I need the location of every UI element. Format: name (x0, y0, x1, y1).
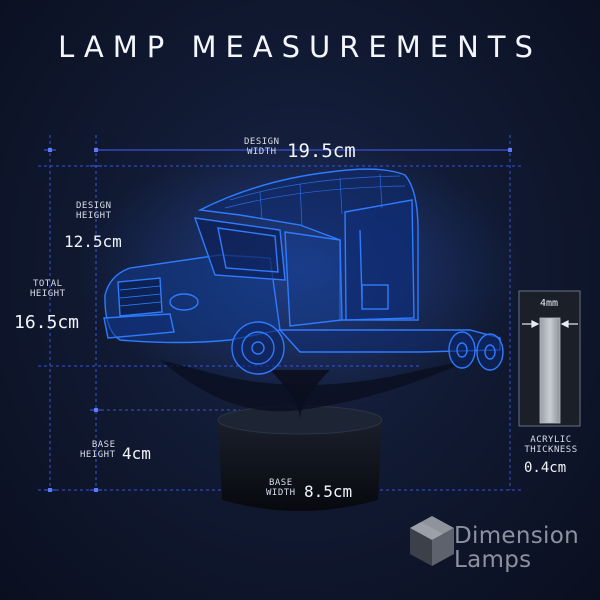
base-width-label-line2: WIDTH (266, 488, 296, 498)
design-width-value: 19.5cm (287, 140, 356, 162)
brand-line1: Dimension (454, 523, 579, 549)
acrylic-inset (518, 290, 581, 427)
design-width-label: DESIGN WIDTH (244, 137, 280, 157)
guide-lines (38, 135, 522, 491)
base-height-value: 4cm (122, 444, 151, 463)
design-height-label-line1: DESIGN (76, 201, 112, 211)
acrylic-label-line1: ACRYLIC (530, 435, 572, 445)
lamp-base (160, 360, 470, 511)
total-height-value: 16.5cm (14, 312, 80, 333)
acrylic-inset-label: 4mm (540, 298, 559, 309)
base-width-label-line1: BASE (268, 478, 293, 488)
brand-name: Dimension Lamps (454, 524, 579, 572)
base-width-value: 8.5cm (304, 482, 353, 501)
brand-line2: Lamps (454, 547, 532, 573)
base-width-label: BASE WIDTH (266, 478, 296, 498)
page-title: LAMP MEASUREMENTS (58, 30, 542, 64)
design-height-label-line2: HEIGHT (76, 211, 112, 221)
total-height-label-line1: TOTAL (32, 279, 63, 289)
acrylic-value: 0.4cm (524, 460, 567, 476)
acrylic-label-line2: THICKNESS (524, 445, 578, 455)
total-height-label: TOTAL HEIGHT (30, 279, 66, 299)
design-width-label-line2: WIDTH (246, 147, 277, 157)
design-width-label-line1: DESIGN (244, 137, 280, 147)
base-height-label-line2: HEIGHT (80, 450, 116, 460)
truck-lamp (103, 168, 504, 375)
cube-logo-icon (410, 516, 454, 566)
total-height-label-line2: HEIGHT (30, 289, 66, 299)
base-height-label: BASE HEIGHT (80, 440, 116, 460)
design-height-value: 12.5cm (64, 232, 122, 251)
acrylic-label: ACRYLIC THICKNESS (516, 435, 586, 455)
design-height-label: DESIGN HEIGHT (76, 201, 112, 221)
base-height-label-line1: BASE (91, 440, 116, 450)
